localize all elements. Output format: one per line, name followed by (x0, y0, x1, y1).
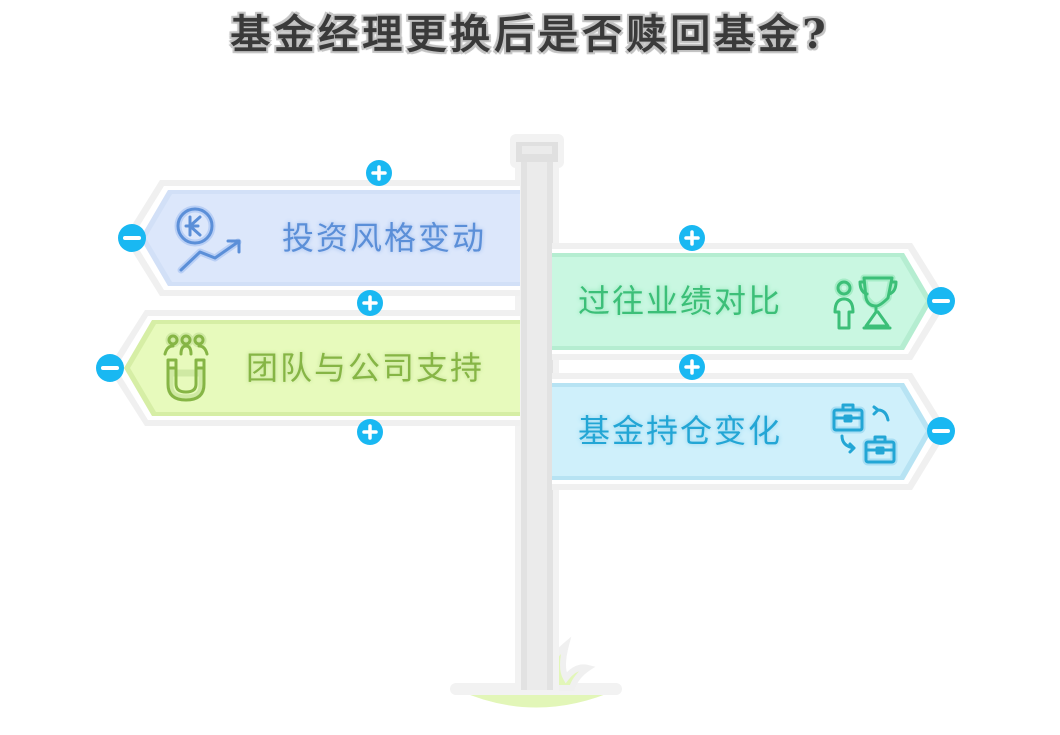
controls (96, 160, 955, 445)
add-button[interactable] (357, 290, 383, 316)
add-button[interactable] (679, 225, 705, 251)
sign-label-holdings-change: 基金持仓变化 (578, 412, 783, 450)
page-title: 基金经理更换后是否赎回基金? (230, 11, 830, 58)
remove-button[interactable] (96, 354, 124, 382)
remove-button[interactable] (118, 224, 146, 252)
briefcase-exchange-icon (830, 403, 898, 466)
sign-team-support[interactable] (108, 310, 520, 426)
remove-button[interactable] (927, 417, 955, 445)
kip-currency-growth-icon (174, 205, 242, 274)
add-button[interactable] (357, 419, 383, 445)
remove-button[interactable] (927, 287, 955, 315)
sign-past-performance[interactable] (552, 243, 948, 360)
add-button[interactable] (366, 160, 392, 186)
sign-holdings-change[interactable] (552, 373, 948, 490)
sign-investment-style[interactable] (124, 180, 520, 296)
signpost-pole (510, 134, 564, 692)
sign-label-past-performance: 过往业绩对比 (578, 282, 783, 320)
add-button[interactable] (679, 354, 705, 380)
sign-label-team-support: 团队与公司支持 (246, 349, 485, 387)
person-trophy-icon (833, 274, 898, 330)
sign-label-investment-style: 投资风格变动 (282, 219, 487, 257)
team-magnet-icon (163, 332, 209, 402)
